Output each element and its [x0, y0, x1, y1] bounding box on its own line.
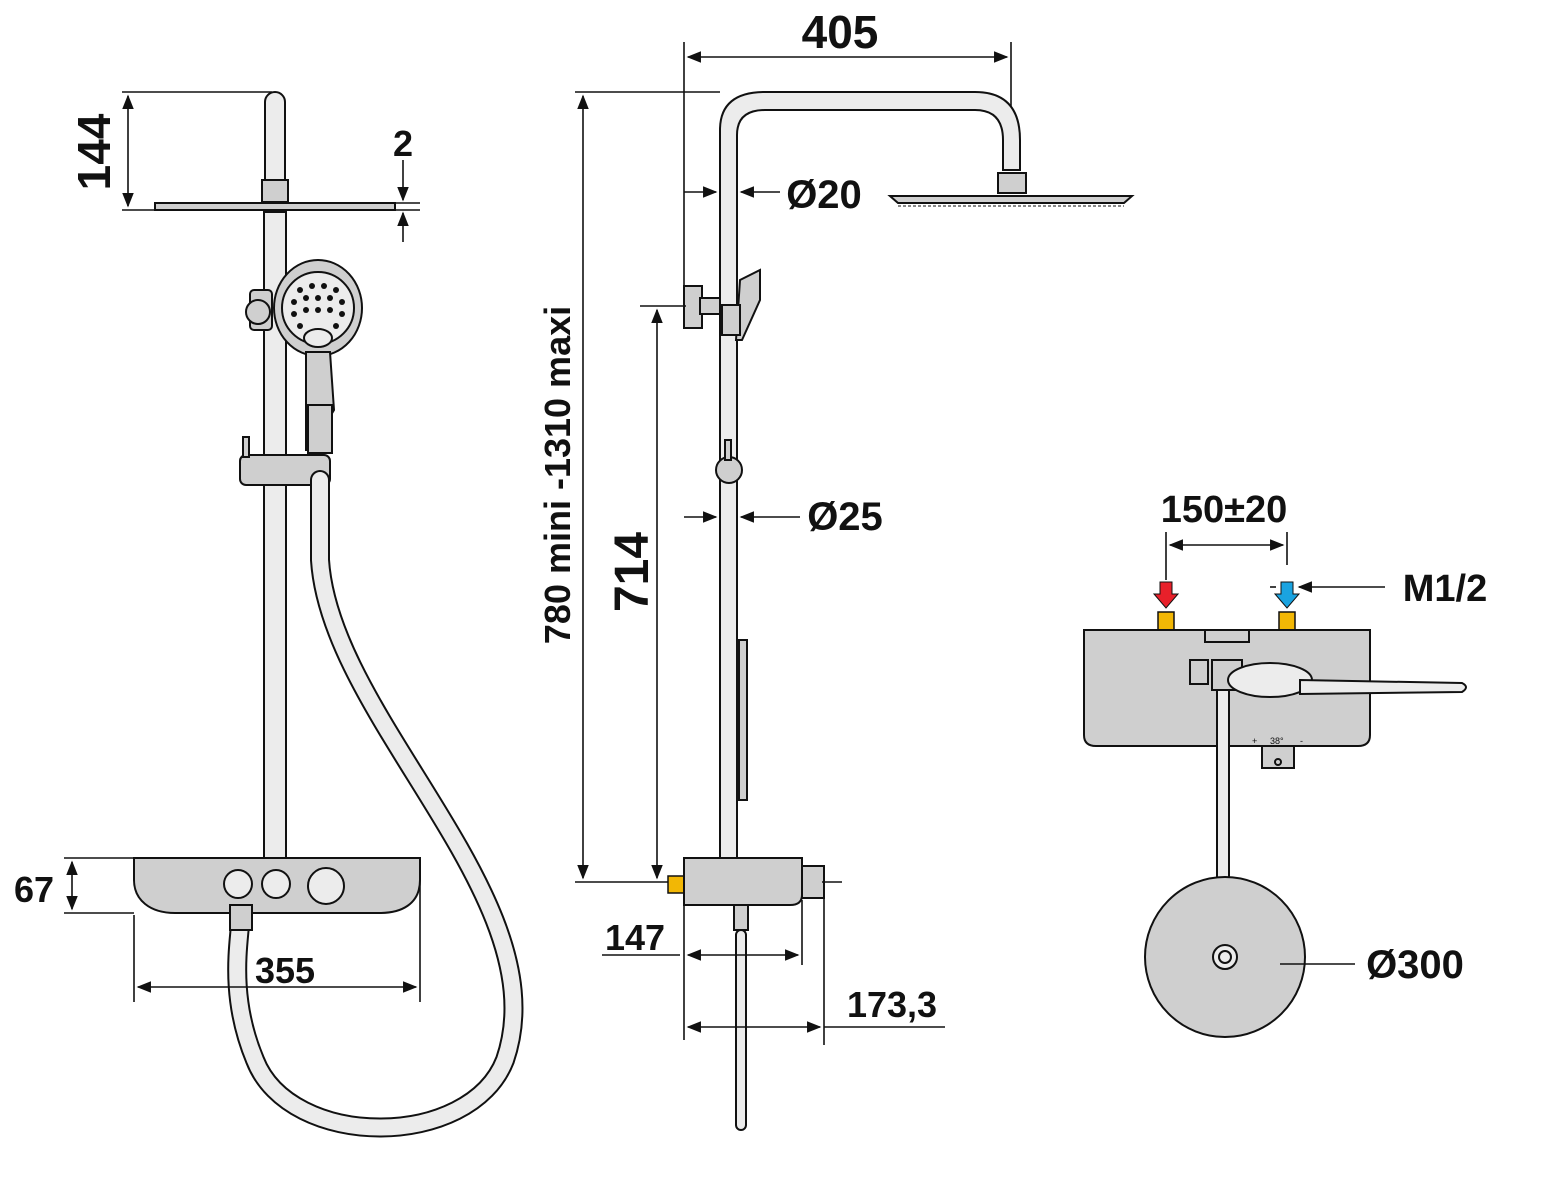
- top-view: 150±20 M1/2 + 38° - Ø300: [1083, 489, 1487, 1038]
- dim-height-range: 780 mini -1310 maxi: [537, 306, 578, 644]
- scale-minus: -: [1300, 736, 1303, 746]
- scale-temp: 38°: [1270, 736, 1284, 746]
- cold-inlet-arrow: [1273, 581, 1301, 609]
- dim-inlet-spacing: 150±20: [1161, 489, 1288, 531]
- dim-arm-diameter: Ø20: [786, 173, 862, 217]
- dim-thread: M1/2: [1403, 568, 1487, 610]
- dim-head-height: 144: [68, 113, 120, 190]
- dim-shelf-width: 355: [255, 950, 315, 991]
- dim-head-thickness: 2: [393, 123, 413, 164]
- dim-slide-height: 714: [606, 532, 659, 612]
- dim-head-diameter: Ø300: [1366, 943, 1464, 987]
- hot-inlet: [1157, 611, 1175, 631]
- front-view: 144 2: [14, 91, 524, 1138]
- scale-plus: +: [1252, 736, 1257, 746]
- dim-depth-173: 173,3: [847, 984, 937, 1025]
- cold-inlet: [1278, 611, 1296, 631]
- dim-rail-diameter: Ø25: [807, 495, 883, 539]
- dim-arm-length: 405: [802, 6, 879, 58]
- hot-inlet-arrow: [1152, 581, 1180, 609]
- spray-nozzles: [291, 283, 345, 329]
- dim-depth-147: 147: [605, 917, 665, 958]
- side-view: 405 Ø20 Ø25 780 mini -1310 maxi 714: [537, 6, 1135, 1131]
- dim-shelf-height: 67: [14, 869, 54, 910]
